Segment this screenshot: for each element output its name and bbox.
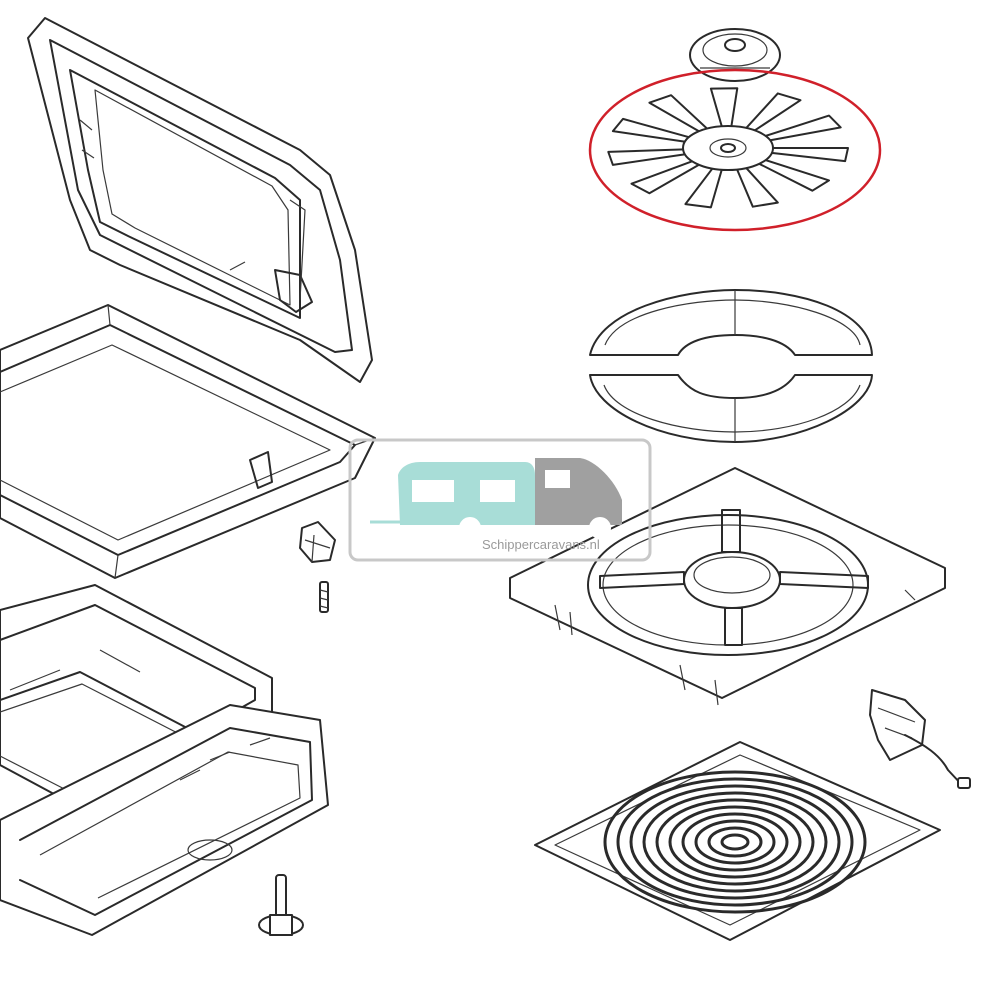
screw [319, 581, 329, 613]
fan-blade-vane [755, 157, 830, 192]
fan-housing [509, 467, 946, 706]
grille-ring [603, 770, 867, 914]
fan-blade-vane [760, 114, 842, 143]
fan-blade-vane [684, 165, 724, 209]
camper-icon [535, 458, 622, 539]
fan-blade-vane [766, 147, 849, 163]
clip [299, 521, 336, 563]
control-module [869, 689, 971, 789]
grille-ring [681, 812, 789, 872]
base-frame [0, 704, 329, 936]
upper-frame [0, 304, 376, 579]
grille-ring [668, 805, 802, 879]
highlight-ellipse [588, 68, 882, 232]
watermark-frame [348, 438, 652, 562]
grille-ring [655, 798, 815, 886]
motor [689, 28, 781, 82]
fan-blade [588, 68, 882, 232]
watermark: Schippercaravans.nl [348, 438, 652, 562]
fan-blade-vane [709, 87, 739, 130]
fan-blade-vane [630, 158, 703, 195]
cover-lid [27, 17, 373, 383]
grille-ring [642, 791, 828, 893]
caravan-icon [370, 462, 535, 539]
pin [258, 874, 304, 936]
grille-ring [694, 819, 776, 865]
fan-blade-vane [743, 92, 802, 134]
fan-blade-vane [648, 94, 710, 134]
grille-ring [720, 833, 750, 851]
grille-ring [616, 777, 854, 907]
fan-blade-vane [611, 117, 694, 144]
grille-ring [629, 784, 841, 900]
fan-blade-vane [735, 165, 779, 208]
ring-guard [589, 289, 873, 443]
grille-ring [707, 826, 763, 858]
watermark-text: Schippercaravans.nl [482, 537, 600, 552]
grille [534, 741, 941, 941]
fan-blade-vane [607, 148, 691, 166]
